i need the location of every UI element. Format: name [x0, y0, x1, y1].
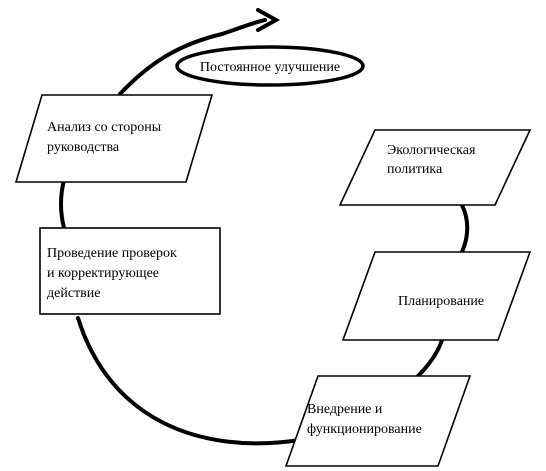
planning-label: Планирование [398, 294, 484, 309]
environmental-policy-line-2: политика [387, 162, 443, 177]
management-review-line-1: Анализ со стороны [47, 120, 162, 135]
arrowhead-icon [256, 8, 281, 32]
connector-review-improvement [118, 18, 267, 96]
implementation-line-2: функционирование [307, 422, 422, 437]
implementation-line-1: Внедрение и [307, 402, 383, 417]
connector-planning-implementation [416, 338, 444, 378]
checking-line-3: действие [47, 286, 100, 301]
connector-policy-planning [460, 203, 470, 254]
checking-line-1: Проведение проверок [47, 246, 177, 261]
management-review-line-2: руководства [47, 140, 120, 155]
continuous-improvement-ellipse [175, 45, 365, 87]
cycle-arrows [59, 8, 470, 446]
implementation-box [284, 375, 472, 467]
checking-corrective-action-box [39, 227, 221, 315]
management-review-box [14, 94, 214, 183]
step-planning: Планирование [341, 251, 532, 341]
checking-line-2: и корректирующее [47, 266, 159, 281]
continuous-improvement: Постоянное улучшение [175, 45, 365, 87]
environmental-policy-box [338, 129, 532, 206]
step-implementation: Внедрение и функционирование [284, 375, 472, 467]
planning-box [341, 251, 532, 341]
step-management-review: Анализ со стороны руководства [14, 94, 214, 183]
environmental-policy-line-1: Экологическая [387, 143, 476, 158]
connector-implementation-checking [76, 316, 302, 446]
continuous-improvement-label: Постоянное улучшение [200, 60, 340, 75]
step-environmental-policy: Экологическая политика [338, 129, 532, 206]
connector-checking-review [59, 178, 66, 230]
step-checking-corrective-action: Проведение проверок и корректирующее дей… [39, 227, 221, 315]
